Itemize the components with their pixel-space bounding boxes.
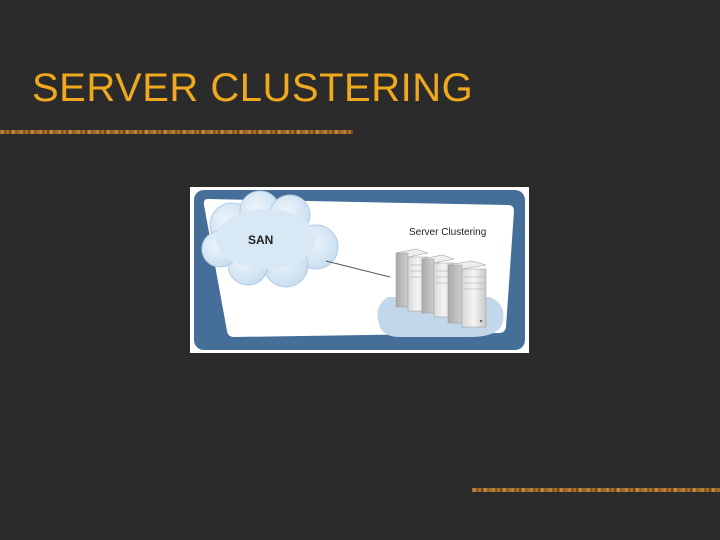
diagram-svg: SAN Server Clustering xyxy=(190,187,529,353)
server-icon xyxy=(448,261,486,327)
title-divider xyxy=(0,130,353,134)
slide-title: SERVER CLUSTERING xyxy=(32,62,473,114)
cluster-label: Server Clustering xyxy=(409,227,486,238)
footer-divider xyxy=(472,488,720,492)
server-clustering-figure: SAN Server Clustering xyxy=(190,187,529,353)
san-label: SAN xyxy=(248,233,273,247)
